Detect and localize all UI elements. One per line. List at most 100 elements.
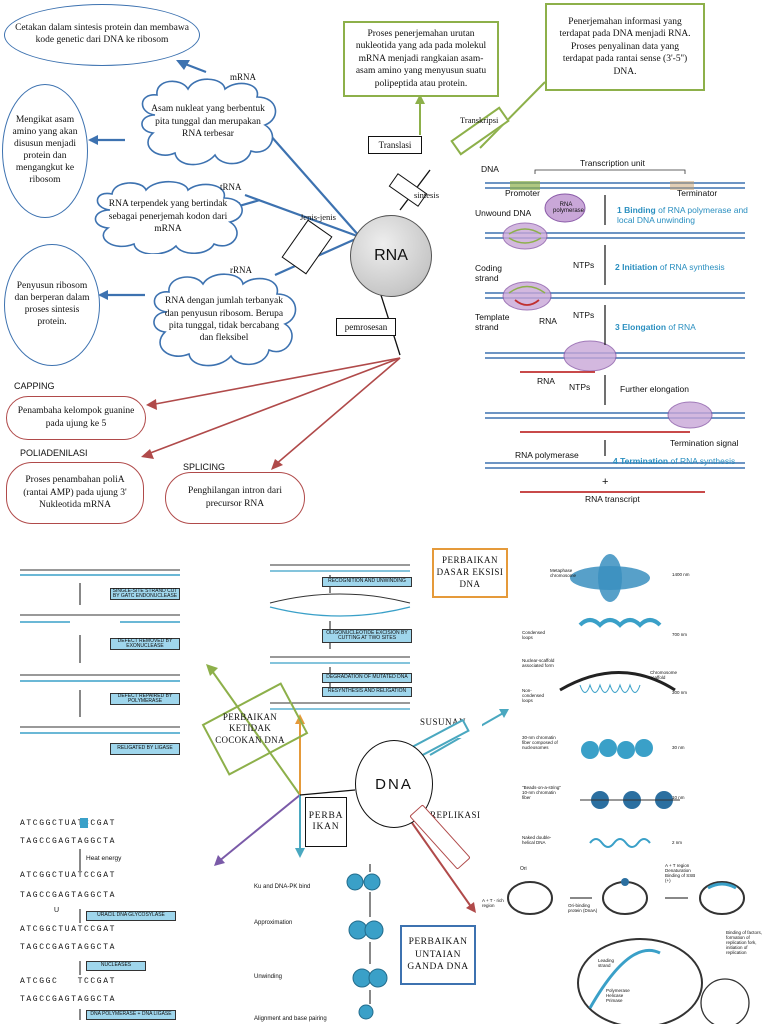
seq-row1b: TAGCCGAGTAGGCTA xyxy=(20,837,117,846)
unwound-dna-label: Unwound DNA xyxy=(475,208,532,218)
polyadenylation-label: POLIADENILASI xyxy=(20,448,88,458)
uracil-repair-figure: ATCGGCTUATCCGAT TAGCCGAGTAGGCTA Heat ene… xyxy=(10,815,200,1024)
chromatin-label-d: Chromosome scaffold xyxy=(650,670,678,680)
seq-row2: ATCGGCTUATCCGAT xyxy=(20,871,117,880)
uracil-label: U xyxy=(54,907,60,914)
translation-desc-box: Proses penerjemahan urutan nukleotida ya… xyxy=(343,21,499,97)
nhej-step4: Alignment and base pairing xyxy=(254,1016,327,1022)
rrna-function-ellipse: Penyusun ribosom dan berperan dalam pros… xyxy=(4,244,100,366)
mismatch-repair-figure: SINGLE-SITE STRAND CUT BY GATC ENDONUCLE… xyxy=(10,555,190,785)
template-strand-label: Template strand xyxy=(475,312,510,332)
mismatch-repair-label: PERBAIKAN KETIDAK COCOKAN DNA xyxy=(215,712,285,745)
ntps-label-3: NTPs xyxy=(569,382,591,392)
scale-1: 1400 nm xyxy=(672,572,690,577)
scale-6: 2 nm xyxy=(672,840,683,845)
seq-row4b: TAGCCGAGTAGGCTA xyxy=(20,995,117,1004)
chromatin-label-e: Non-condensed loops xyxy=(522,688,545,703)
chromatin-label-c: Nuclear-scaffold associated form xyxy=(522,658,555,668)
rrna-cloud: RNA dengan jumlah terbanyak dan penyusun… xyxy=(145,270,303,370)
rna-label-2: RNA xyxy=(537,376,555,386)
excision-step3: DEGRADATION OF MUTATED DNA xyxy=(322,673,412,683)
processing-box: pemrosesan xyxy=(336,318,396,336)
transcription-desc-box: Penerjemahan informasi yang terdapat pad… xyxy=(545,3,705,91)
nhej-step2: Approximation xyxy=(254,920,293,926)
polymerase-blob-label: RNA polymerase xyxy=(553,202,585,214)
mrna-label: mRNA xyxy=(230,72,257,82)
structure-label[interactable]: SUSUNAN xyxy=(420,717,467,727)
replication-figure: Ori A + T - rich region Ori-binding prot… xyxy=(480,858,766,1024)
double-strand-repair-box[interactable]: PERBAIKAN UNTAIAN GANDA DNA xyxy=(400,925,476,985)
rna-center-node[interactable]: RNA xyxy=(350,215,432,297)
seq-row4: ATCGGC TCCGAT xyxy=(20,977,117,986)
nhej-figure: Ku and DNA-PK bind Approximation Unwindi… xyxy=(250,862,400,1024)
mrna-function-ellipse: Cetakan dalam sintesis protein dan memba… xyxy=(4,4,200,66)
excision-step1: RECOGNITION AND UNWINDING xyxy=(322,577,412,587)
uracil-step1: URACIL DNA GLYCOSYLASE xyxy=(86,911,176,921)
chromatin-label-g: "Beads-on-a-string" 10-nm chromatin fibe… xyxy=(522,785,561,800)
excision-step4: RESYNTHESIS AND RELIGATION xyxy=(322,687,412,697)
transcription-unit-label: Transcription unit xyxy=(580,158,645,168)
scale-5: 10 nm xyxy=(672,795,685,800)
mrna-cloud: Asam nukleat yang berbentuk pita tunggal… xyxy=(133,75,283,169)
scale-4: 30 nm xyxy=(672,745,685,750)
uracil-step3: DNA POLYMERASE + DNA LIGASE xyxy=(86,1010,176,1020)
transcription-diagram xyxy=(485,169,745,493)
ntps-label-2: NTPs xyxy=(573,310,595,320)
types-label: Jenis-jenis xyxy=(300,212,336,222)
termination-signal-label: Termination signal xyxy=(670,438,739,448)
mismatch-step4: RELIGATED BY LIGASE xyxy=(110,743,180,755)
replication-label[interactable]: REPLIKASI xyxy=(430,810,481,820)
polyadenylation-box: Proses penambahan poliA (rantai AMP) pad… xyxy=(6,462,144,524)
capping-box: Penambaha kelompok guanine pada ujung ke… xyxy=(6,396,146,440)
uracil-step2: NUCLEASES xyxy=(86,961,146,971)
promoter-label: Promoter xyxy=(505,188,540,198)
scale-2: 700 nm xyxy=(672,632,688,637)
trna-label: tRNA xyxy=(220,182,242,192)
chromatin-label-f: 30-nm chromatin fiber composed of nucleo… xyxy=(522,735,558,750)
step2-label: 2 Initiation of RNA synthesis xyxy=(615,262,725,272)
leading-strand-label: Leading strand xyxy=(598,958,615,968)
plus-sign: + xyxy=(602,476,609,488)
trna-function-ellipse: Mengikat asam amino yang akan disusun me… xyxy=(2,84,88,218)
base-excision-box[interactable]: PERBAIKAN DASAR EKSISI DNA xyxy=(432,548,508,598)
splicing-box: Penghilangan intron dari precursor RNA xyxy=(165,472,305,524)
mismatch-step2: DEFECT REMOVED BY EXONUCLEASE xyxy=(110,638,180,650)
chromatin-figure: Metaphase chromosome Condensed loops Nuc… xyxy=(520,550,695,860)
replication-label-2: Ori-binding protein (DnaA) xyxy=(568,903,598,913)
seq-row3: ATCGGCTUATCCGAT xyxy=(20,925,117,934)
dna-center-node[interactable]: DNA xyxy=(355,740,433,828)
transcription-label: Transkripsi xyxy=(460,115,499,125)
dna-label: DNA xyxy=(481,164,499,174)
chromatin-label-b: Condensed loops xyxy=(522,630,546,640)
rrna-label: rRNA xyxy=(230,265,252,275)
repair-box[interactable]: PERBAIKAN xyxy=(305,797,347,847)
nhej-step3: Unwinding xyxy=(254,974,283,980)
rna-transcript-label: RNA transcript xyxy=(585,494,640,504)
excision-step2: OLIGONUCLEOTIDE EXCISION BY CUTTING AT T… xyxy=(322,629,412,643)
chromatin-label-h: Naked double-helical DNA xyxy=(522,835,552,845)
ntps-label-1: NTPs xyxy=(573,260,595,270)
mismatch-step3: DEFECT REPAIRED BY POLYMERASE xyxy=(110,693,180,705)
scale-3: 300 nm xyxy=(672,690,688,695)
trna-cloud: RNA terpendek yang bertindak sebagai pen… xyxy=(86,180,250,254)
coding-strand-label: Coding strand xyxy=(475,263,502,283)
seq-row1: ATCGGCTUATCCGAT xyxy=(20,819,117,828)
seq-row2b: TAGCCGAGTAGGCTA xyxy=(20,891,117,900)
splicing-label: SPLICING xyxy=(183,462,226,472)
synthesis-label: sintesis xyxy=(414,190,440,200)
step3-label: 3 Elongation of RNA xyxy=(615,322,696,332)
heat-energy-label: Heat energy xyxy=(86,855,122,862)
replication-label-1: A + T - rich region xyxy=(482,898,504,908)
step1-label: 1 Binding of RNA polymerase and local DN… xyxy=(617,205,748,225)
transcription-figure: DNA Transcription unit Promoter Terminat… xyxy=(465,150,765,515)
translation-box[interactable]: Translasi xyxy=(368,136,422,154)
seq-row3b: TAGCCGAGTAGGCTA xyxy=(20,943,117,952)
rna-label-1: RNA xyxy=(539,316,557,326)
chromatin-label-a: Metaphase chromosome xyxy=(550,568,577,578)
further-elongation-label: Further elongation xyxy=(620,384,689,394)
nhej-step1: Ku and DNA-PK bind xyxy=(254,884,311,890)
mismatch-step1: SINGLE-SITE STRAND CUT BY GATC ENDONUCLE… xyxy=(110,588,180,600)
terminator-label: Terminator xyxy=(677,188,718,198)
excision-repair-figure: RECOGNITION AND UNWINDING OLIGONUCLEOTID… xyxy=(260,555,420,715)
capping-label: CAPPING xyxy=(14,381,55,391)
